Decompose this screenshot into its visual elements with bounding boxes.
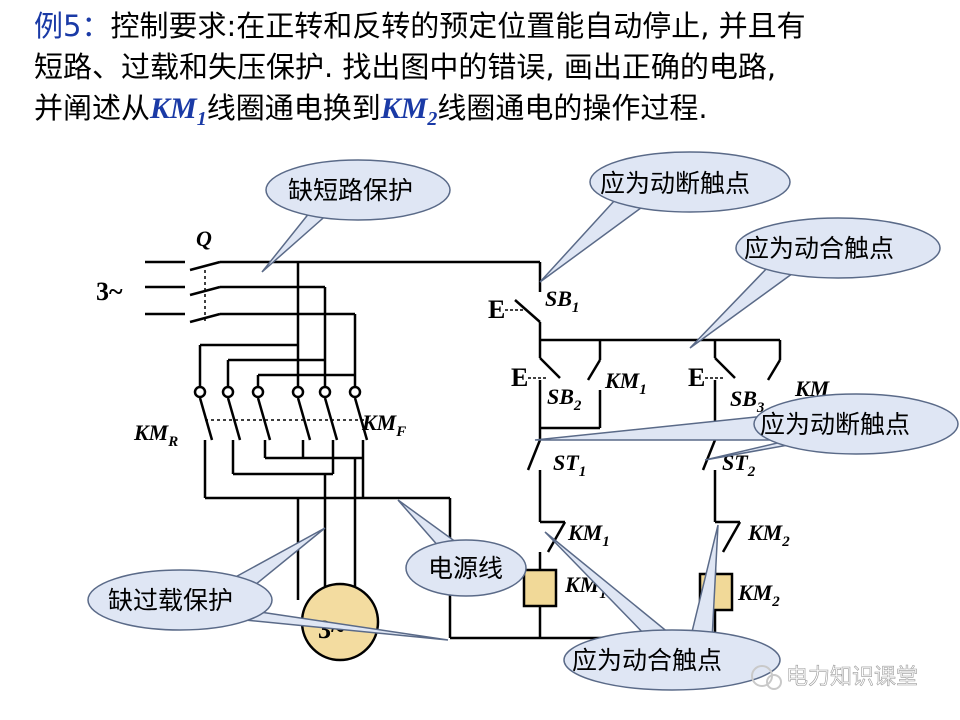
title-line-3b: 线圈通电换到	[206, 91, 381, 125]
callout-power-line-text: 电源线	[428, 554, 503, 583]
control-circuit	[514, 280, 782, 638]
st1-label: ST1	[553, 450, 586, 480]
km2-ref: KM2	[380, 92, 438, 130]
km2-interlock-label: KM2	[747, 520, 790, 550]
title-line-3c: 线圈通电的操作过程.	[437, 91, 708, 125]
callout-no-bottom	[544, 524, 781, 691]
title-line-1: 控制要求:在正转和反转的预定位置能自动停止, 并且有	[110, 9, 806, 43]
callout-nc-top	[539, 151, 791, 283]
three-phase-label: 3~	[96, 277, 123, 306]
mechanical-links	[204, 270, 365, 421]
title-line-2: 短路、过载和失压保护. 找出图中的错误, 画出正确的电路,	[34, 50, 777, 84]
callout-nc-top-text: 应为动断触点	[600, 169, 750, 198]
sb2-push-mark: E	[511, 363, 528, 392]
q-label: Q	[196, 226, 212, 251]
km1-holding-label: KM1	[604, 368, 647, 398]
title-line-3a: 并阐述从	[34, 91, 151, 125]
sb3-label: SB3	[730, 386, 765, 416]
terminals	[193, 385, 362, 399]
button-push-links	[505, 309, 725, 379]
callout-short-circuit-text: 缺短路保护	[288, 176, 413, 205]
callout-no-top	[689, 217, 941, 349]
watermark: 电力知识课堂	[751, 665, 918, 690]
callout-no-bottom-text: 应为动合触点	[572, 646, 722, 675]
problem-statement: 例5：控制要求:在正转和反转的预定位置能自动停止, 并且有 短路、过载和失压保护…	[34, 6, 934, 140]
example-number: 例5：	[34, 9, 111, 43]
callout-no-top-text: 应为动合触点	[744, 234, 894, 263]
sb2-label: SB2	[547, 384, 582, 414]
kmf-label: KMF	[361, 410, 406, 440]
km1-ref: KM1	[150, 92, 207, 130]
callout-overload	[87, 527, 449, 641]
main-circuit-wiring	[145, 260, 715, 640]
callout-power-line	[397, 499, 527, 597]
sb1-label: SB1	[545, 286, 579, 316]
km1-coil	[522, 568, 558, 608]
callout-nc-mid-text: 应为动断触点	[760, 410, 910, 439]
watermark-text: 电力知识课堂	[786, 665, 918, 690]
km2-coil-label: KM2	[737, 580, 780, 610]
callout-nc-mid	[534, 393, 959, 461]
sb1-push-mark: E	[488, 295, 505, 324]
callout-short-circuit	[261, 159, 451, 273]
sb3-push-mark: E	[688, 363, 705, 392]
callout-overload-text: 缺过载保护	[108, 586, 233, 615]
km1-interlock-label: KM1	[567, 520, 610, 550]
kmr-label: KMR	[133, 420, 178, 450]
